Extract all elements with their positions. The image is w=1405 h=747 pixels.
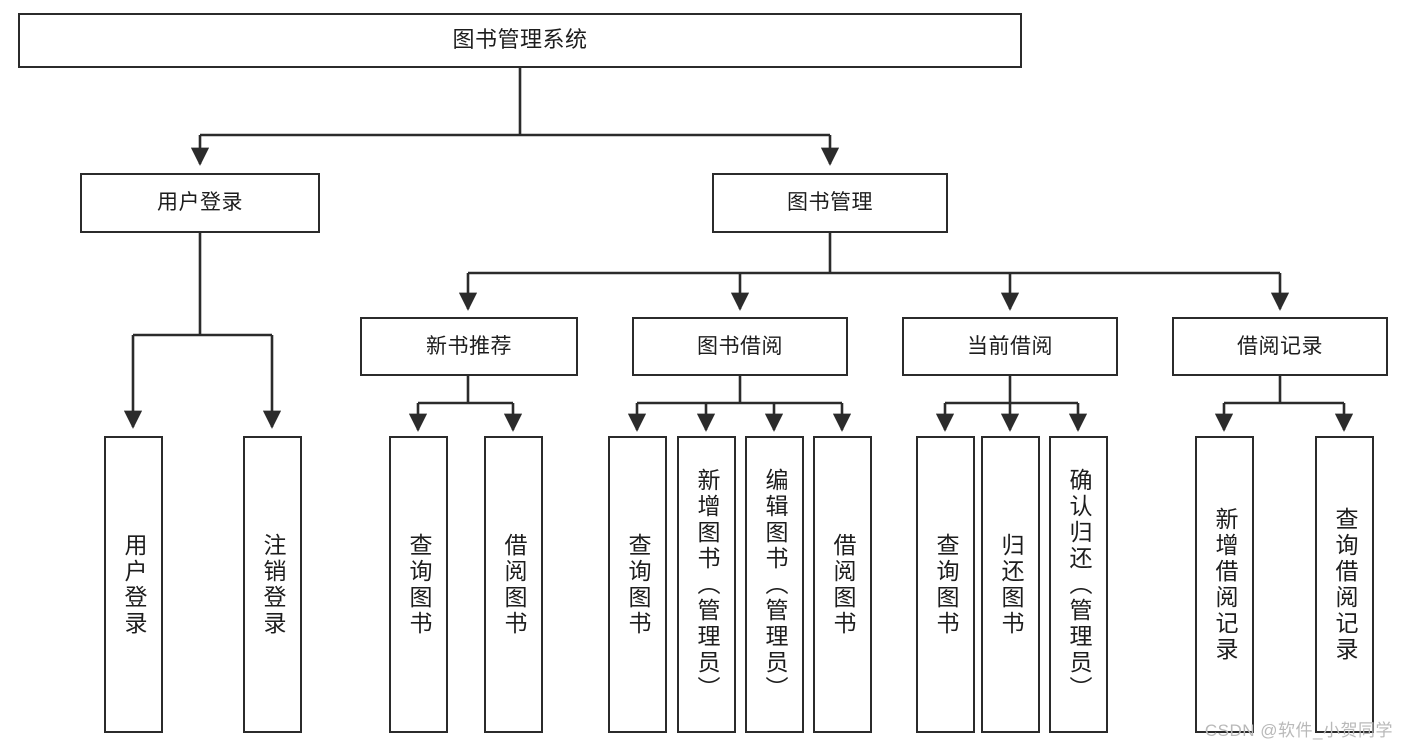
node-new-book-recommend[interactable]: 新书推荐 [360,317,578,376]
node-label: 查询图书 [406,532,432,637]
node-current-borrow[interactable]: 当前借阅 [902,317,1118,376]
node-label: 查询图书 [933,532,959,637]
leaf-new-book-borrow[interactable]: 借阅图书 [484,436,543,733]
node-book-borrow[interactable]: 图书借阅 [632,317,848,376]
watermark: CSDN @软件_小贺同学 [1204,721,1393,740]
node-label: 查询图书 [625,532,651,637]
leaf-borrow-record-query[interactable]: 查询借阅记录 [1315,436,1374,733]
node-book-management[interactable]: 图书管理 [712,173,948,233]
node-label: 确认归还（管理员） [1066,467,1092,702]
node-root-system[interactable]: 图书管理系统 [18,13,1022,68]
leaf-user-login-signout[interactable]: 注销登录 [243,436,302,733]
node-label: 图书借阅 [697,334,783,358]
node-label: 图书管理系统 [452,27,588,53]
node-borrow-record[interactable]: 借阅记录 [1172,317,1388,376]
leaf-current-borrow-return[interactable]: 归还图书 [981,436,1040,733]
node-label: 图书管理 [787,191,873,215]
node-label: 注销登录 [260,532,286,637]
leaf-current-borrow-confirm-return[interactable]: 确认归还（管理员） [1049,436,1108,733]
node-label: 用户登录 [157,191,243,215]
leaf-book-borrow-query[interactable]: 查询图书 [608,436,667,733]
node-label: 新增借阅记录 [1212,506,1238,663]
leaf-current-borrow-query[interactable]: 查询图书 [916,436,975,733]
node-user-login[interactable]: 用户登录 [80,173,320,233]
node-label: 归还图书 [998,532,1024,637]
node-label: 新增图书（管理员） [694,467,720,702]
node-label: 编辑图书（管理员） [762,467,788,702]
node-label: 查询借阅记录 [1332,506,1358,663]
leaf-borrow-record-add[interactable]: 新增借阅记录 [1195,436,1254,733]
leaf-user-login-signin[interactable]: 用户登录 [104,436,163,733]
leaf-new-book-query[interactable]: 查询图书 [389,436,448,733]
node-label: 借阅图书 [830,532,856,637]
node-label: 新书推荐 [426,334,512,358]
leaf-book-borrow-edit[interactable]: 编辑图书（管理员） [745,436,804,733]
node-label: 借阅记录 [1237,334,1323,358]
leaf-book-borrow-add[interactable]: 新增图书（管理员） [677,436,736,733]
node-label: 借阅图书 [501,532,527,637]
leaf-book-borrow-lend[interactable]: 借阅图书 [813,436,872,733]
node-label: 当前借阅 [967,334,1053,358]
node-label: 用户登录 [121,532,147,637]
